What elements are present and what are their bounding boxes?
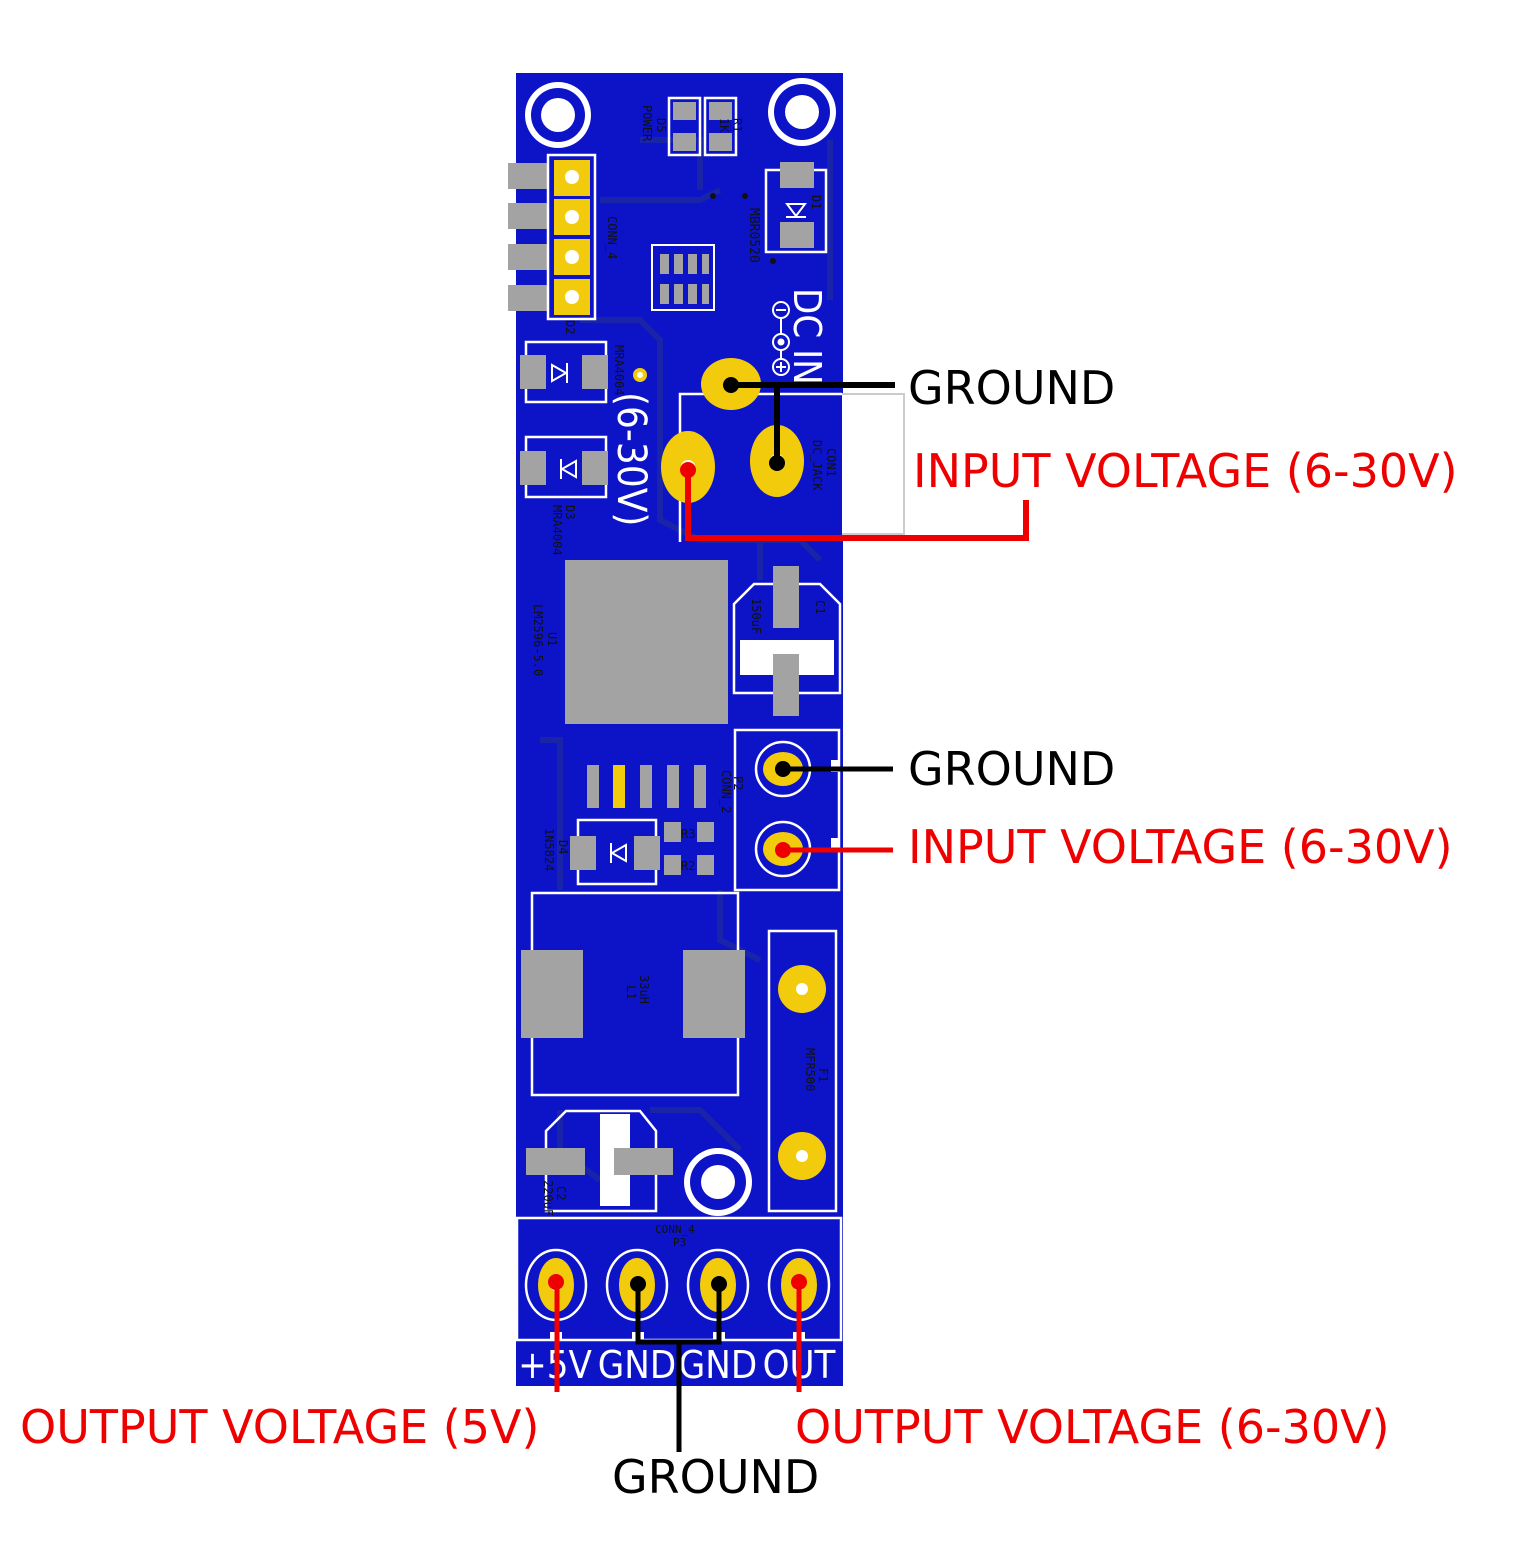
capacitor-c2 bbox=[526, 1109, 673, 1213]
polarity-symbol bbox=[772, 301, 790, 376]
label-d5: D5 bbox=[654, 118, 668, 132]
label-d1: D1 bbox=[809, 195, 823, 209]
label-u1-value: LM2596-5.0 bbox=[531, 604, 545, 676]
leader-input-p2 bbox=[775, 842, 893, 858]
label-r3: R3 bbox=[681, 827, 695, 841]
label-p2: P2 bbox=[731, 776, 745, 790]
mounting-hole-top-right bbox=[768, 78, 836, 146]
via-3 bbox=[770, 258, 776, 264]
label-u1: U1 bbox=[545, 632, 559, 646]
callout-output-5v: OUTPUT VOLTAGE (5V) bbox=[20, 1400, 539, 1454]
resistor-r2 bbox=[664, 855, 714, 875]
leader-output-vin bbox=[791, 1274, 807, 1392]
label-r1-value: 1K bbox=[717, 118, 731, 133]
resistor-r3 bbox=[664, 822, 714, 842]
callout-input-p2: INPUT VOLTAGE (6-30V) bbox=[908, 820, 1453, 874]
via-2 bbox=[742, 193, 748, 199]
callout-output-vin: OUTPUT VOLTAGE (6-30V) bbox=[795, 1400, 1390, 1454]
label-f1-value: MFR500 bbox=[803, 1048, 817, 1091]
label-d3: D3 bbox=[563, 505, 577, 519]
callout-ground-jack: GROUND bbox=[908, 361, 1115, 415]
leader-ground-jack bbox=[723, 377, 895, 471]
label-voltage-range: (6-30V) bbox=[608, 392, 654, 526]
label-f1: F1 bbox=[816, 1068, 830, 1082]
label-r2: R2 bbox=[681, 859, 695, 873]
diode-d3 bbox=[520, 435, 608, 499]
label-r1: R1 bbox=[730, 118, 744, 132]
callout-ground-bottom: GROUND bbox=[612, 1450, 819, 1504]
diode-d1 bbox=[764, 162, 828, 254]
label-gnd-2: GND bbox=[679, 1343, 757, 1387]
callout-ground-p2: GROUND bbox=[908, 742, 1115, 796]
label-c2: C2 bbox=[554, 1186, 568, 1200]
label-l1: L1 bbox=[624, 985, 638, 999]
callout-lines bbox=[548, 377, 1029, 1452]
fuse-f1 bbox=[767, 929, 838, 1213]
regulator-u1 bbox=[565, 560, 728, 808]
inductor-l1 bbox=[521, 891, 745, 1097]
label-p3: P3 bbox=[673, 1236, 686, 1249]
label-l1-value: 33uH bbox=[637, 975, 651, 1004]
diode-d2 bbox=[520, 340, 608, 404]
mounting-hole-bottom bbox=[684, 1148, 752, 1216]
label-mra-d3: MRA4004 bbox=[550, 505, 564, 556]
label-conn4-bottom: CONN_4 bbox=[655, 1223, 695, 1236]
label-mra-d2: MRA4004 bbox=[612, 345, 626, 396]
label-conn2: CONN_2 bbox=[719, 770, 733, 813]
capacitor-c1 bbox=[732, 566, 842, 716]
label-power: POWER bbox=[640, 105, 654, 142]
label-mbr0520: MBR0520 bbox=[746, 208, 761, 263]
ic-small-qfn bbox=[651, 244, 715, 311]
via-1 bbox=[710, 193, 716, 199]
label-d2: D2 bbox=[563, 320, 577, 334]
pcb-board: D5 POWER R1 1K CONN_4 bbox=[508, 73, 905, 1387]
dc-jack-con1 bbox=[661, 358, 905, 542]
leader-ground-bottom bbox=[630, 1276, 727, 1452]
label-con1: CON1 bbox=[824, 448, 838, 477]
label-gnd-1: GND bbox=[598, 1343, 676, 1387]
diode-d4 bbox=[570, 818, 660, 886]
resistor-r1 bbox=[703, 96, 738, 157]
label-conn4-top: CONN_4 bbox=[605, 216, 619, 259]
leader-input-jack bbox=[680, 462, 1029, 541]
leader-output-5v bbox=[548, 1274, 564, 1392]
label-c2-value: 220uF bbox=[541, 1180, 555, 1216]
leader-ground-p2 bbox=[775, 761, 893, 777]
label-c1: C1 bbox=[813, 600, 827, 614]
mounting-hole-top-left bbox=[525, 82, 591, 148]
label-d4: D4 bbox=[556, 840, 570, 854]
label-c1-value: 150uF bbox=[749, 598, 763, 634]
callout-input-jack: INPUT VOLTAGE (6-30V) bbox=[913, 444, 1458, 498]
label-dc-jack: DC_JACK bbox=[810, 440, 824, 491]
header-conn4-top bbox=[508, 153, 597, 321]
label-dc-in: DC IN bbox=[785, 288, 829, 385]
led-d5 bbox=[667, 96, 702, 157]
callout-labels: GROUND INPUT VOLTAGE (6-30V) GROUND INPU… bbox=[20, 361, 1458, 1504]
label-d4-value: 1N5824 bbox=[542, 828, 556, 871]
